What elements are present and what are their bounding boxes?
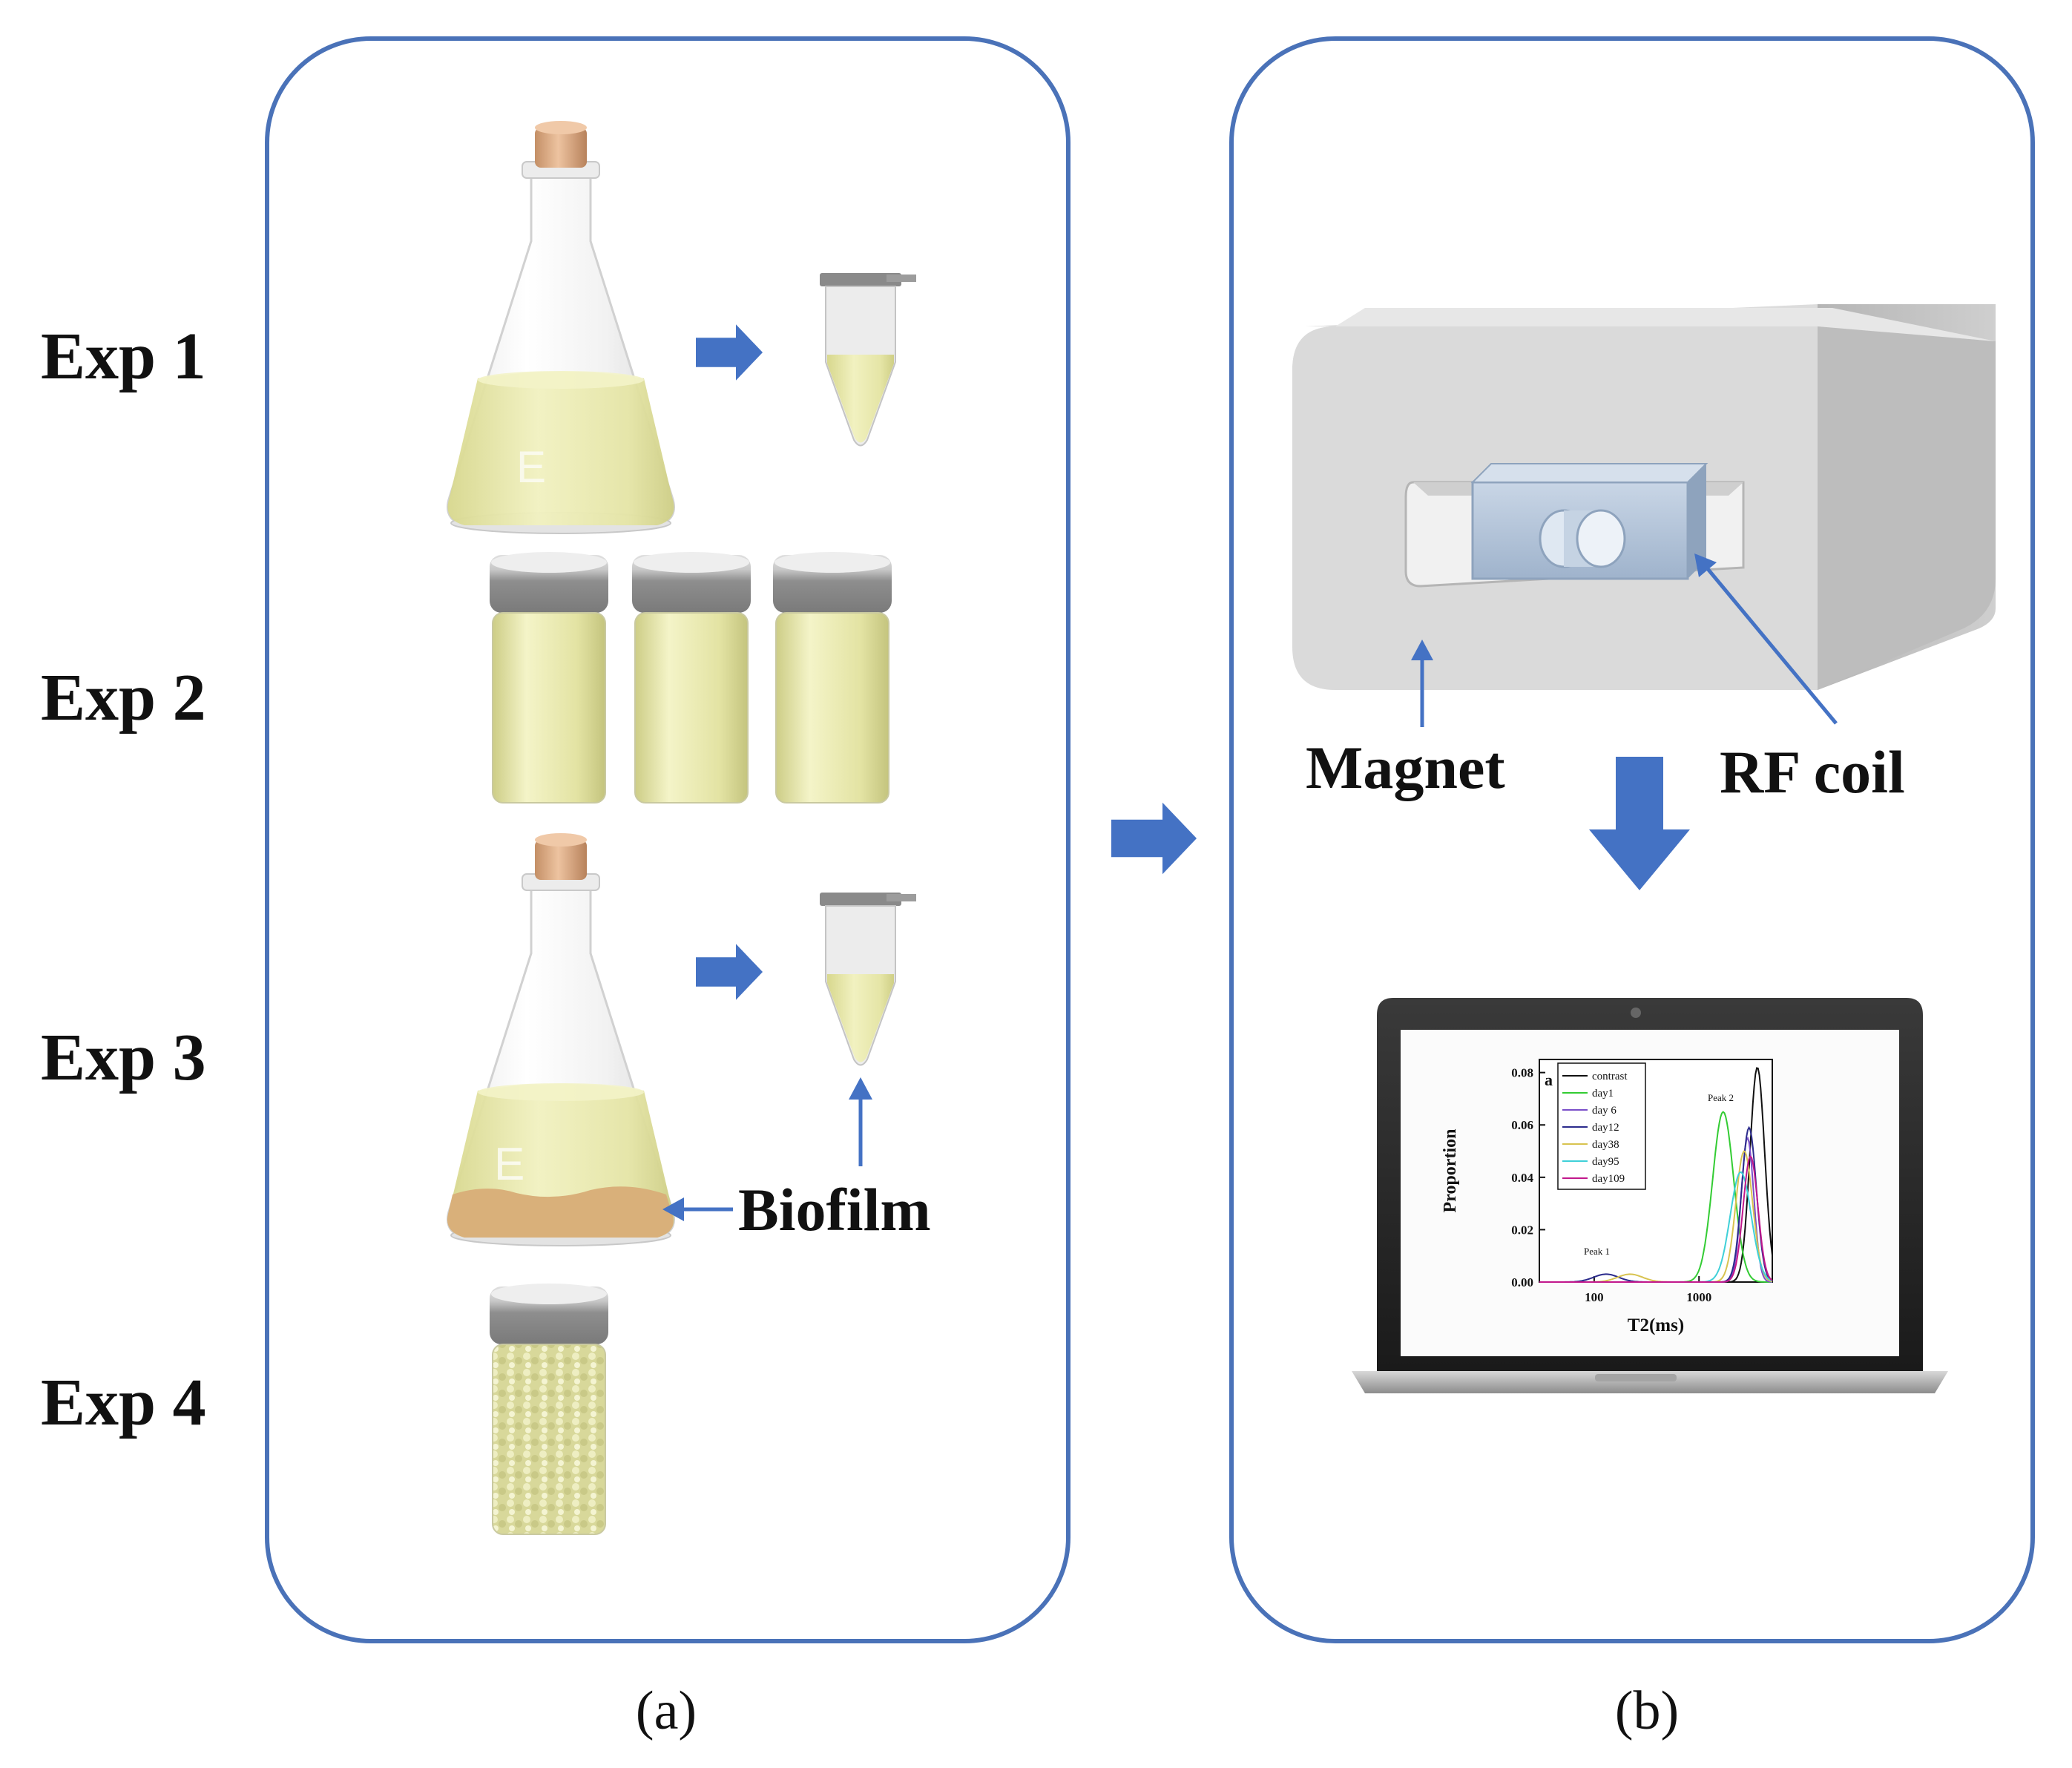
screen-plot: a 0.00 0.02 0.04 0.06 0.08 100 1000 Proportio… (1441, 1059, 1773, 1335)
x-ticks: 100 1000 (1585, 1276, 1711, 1304)
exp2-vial-2 (631, 551, 751, 804)
svg-text:E: E (516, 442, 546, 492)
legend-entry: day95 (1592, 1156, 1619, 1168)
exp3-flask: E (447, 832, 675, 1247)
series-line (1539, 1155, 1773, 1283)
legend-entry: day1 (1592, 1088, 1614, 1100)
exp3-arrow (696, 944, 763, 1000)
rf-coil (1470, 463, 1708, 580)
exp3-label: Exp 3 (41, 1021, 206, 1094)
rf-coil-label: RF coil (1720, 738, 1905, 806)
peak2-annotation: Peak 2 (1708, 1092, 1734, 1103)
y-tick-label: 0.06 (1511, 1118, 1533, 1132)
plot-panel-label: a (1545, 1071, 1553, 1089)
exp1-label: Exp 1 (41, 320, 206, 393)
exp4-label: Exp 4 (41, 1366, 206, 1439)
caption-a: (a) (636, 1680, 697, 1741)
rf-coil-pointer (1703, 564, 1838, 725)
legend-entry: day12 (1592, 1122, 1619, 1134)
y-tick-label: 0.00 (1511, 1275, 1533, 1289)
exp4-vial (490, 1284, 608, 1535)
plot-legend: contrast day1 day 6 day12 day38 day95 day109 (1557, 1062, 1646, 1190)
exp2-label: Exp 2 (41, 661, 206, 735)
webcam (1631, 1008, 1641, 1018)
exp1-arrow (696, 324, 763, 381)
legend-entry: contrast (1592, 1071, 1628, 1082)
exp2-vial-3 (772, 551, 892, 804)
x-tick-label: 1000 (1686, 1290, 1711, 1304)
y-tick-label: 0.02 (1511, 1223, 1533, 1237)
legend-entry: day 6 (1592, 1105, 1617, 1117)
exp3-tube (819, 892, 917, 1066)
panel-a (265, 36, 1070, 1643)
y-axis-label: Proportion (1441, 1129, 1460, 1213)
y-tick-label: 0.04 (1511, 1171, 1533, 1185)
x-axis-label: T2(ms) (1628, 1315, 1684, 1335)
y-tick-label: 0.08 (1511, 1066, 1533, 1080)
legend-entry: day38 (1592, 1139, 1619, 1151)
legend-entry: day109 (1592, 1173, 1625, 1185)
series-lines (1539, 1067, 1773, 1283)
biofilm-label: Biofilm (738, 1176, 931, 1243)
exp1-flask: E (447, 119, 675, 535)
x-tick-label: 100 (1585, 1290, 1604, 1304)
down-arrow (1589, 757, 1690, 890)
exp2-vial-1 (489, 551, 609, 804)
panel-transition-arrow (1111, 802, 1197, 875)
exp1-tube (819, 272, 917, 447)
panel-b (1229, 36, 2035, 1643)
biofilm-layer (447, 1186, 674, 1238)
caption-b: (b) (1615, 1680, 1679, 1741)
magnet-label: Magnet (1306, 734, 1505, 801)
peak1-annotation: Peak 1 (1584, 1246, 1610, 1257)
y-ticks: 0.00 0.02 0.04 0.06 0.08 (1511, 1066, 1545, 1289)
svg-text:E: E (494, 1139, 524, 1190)
